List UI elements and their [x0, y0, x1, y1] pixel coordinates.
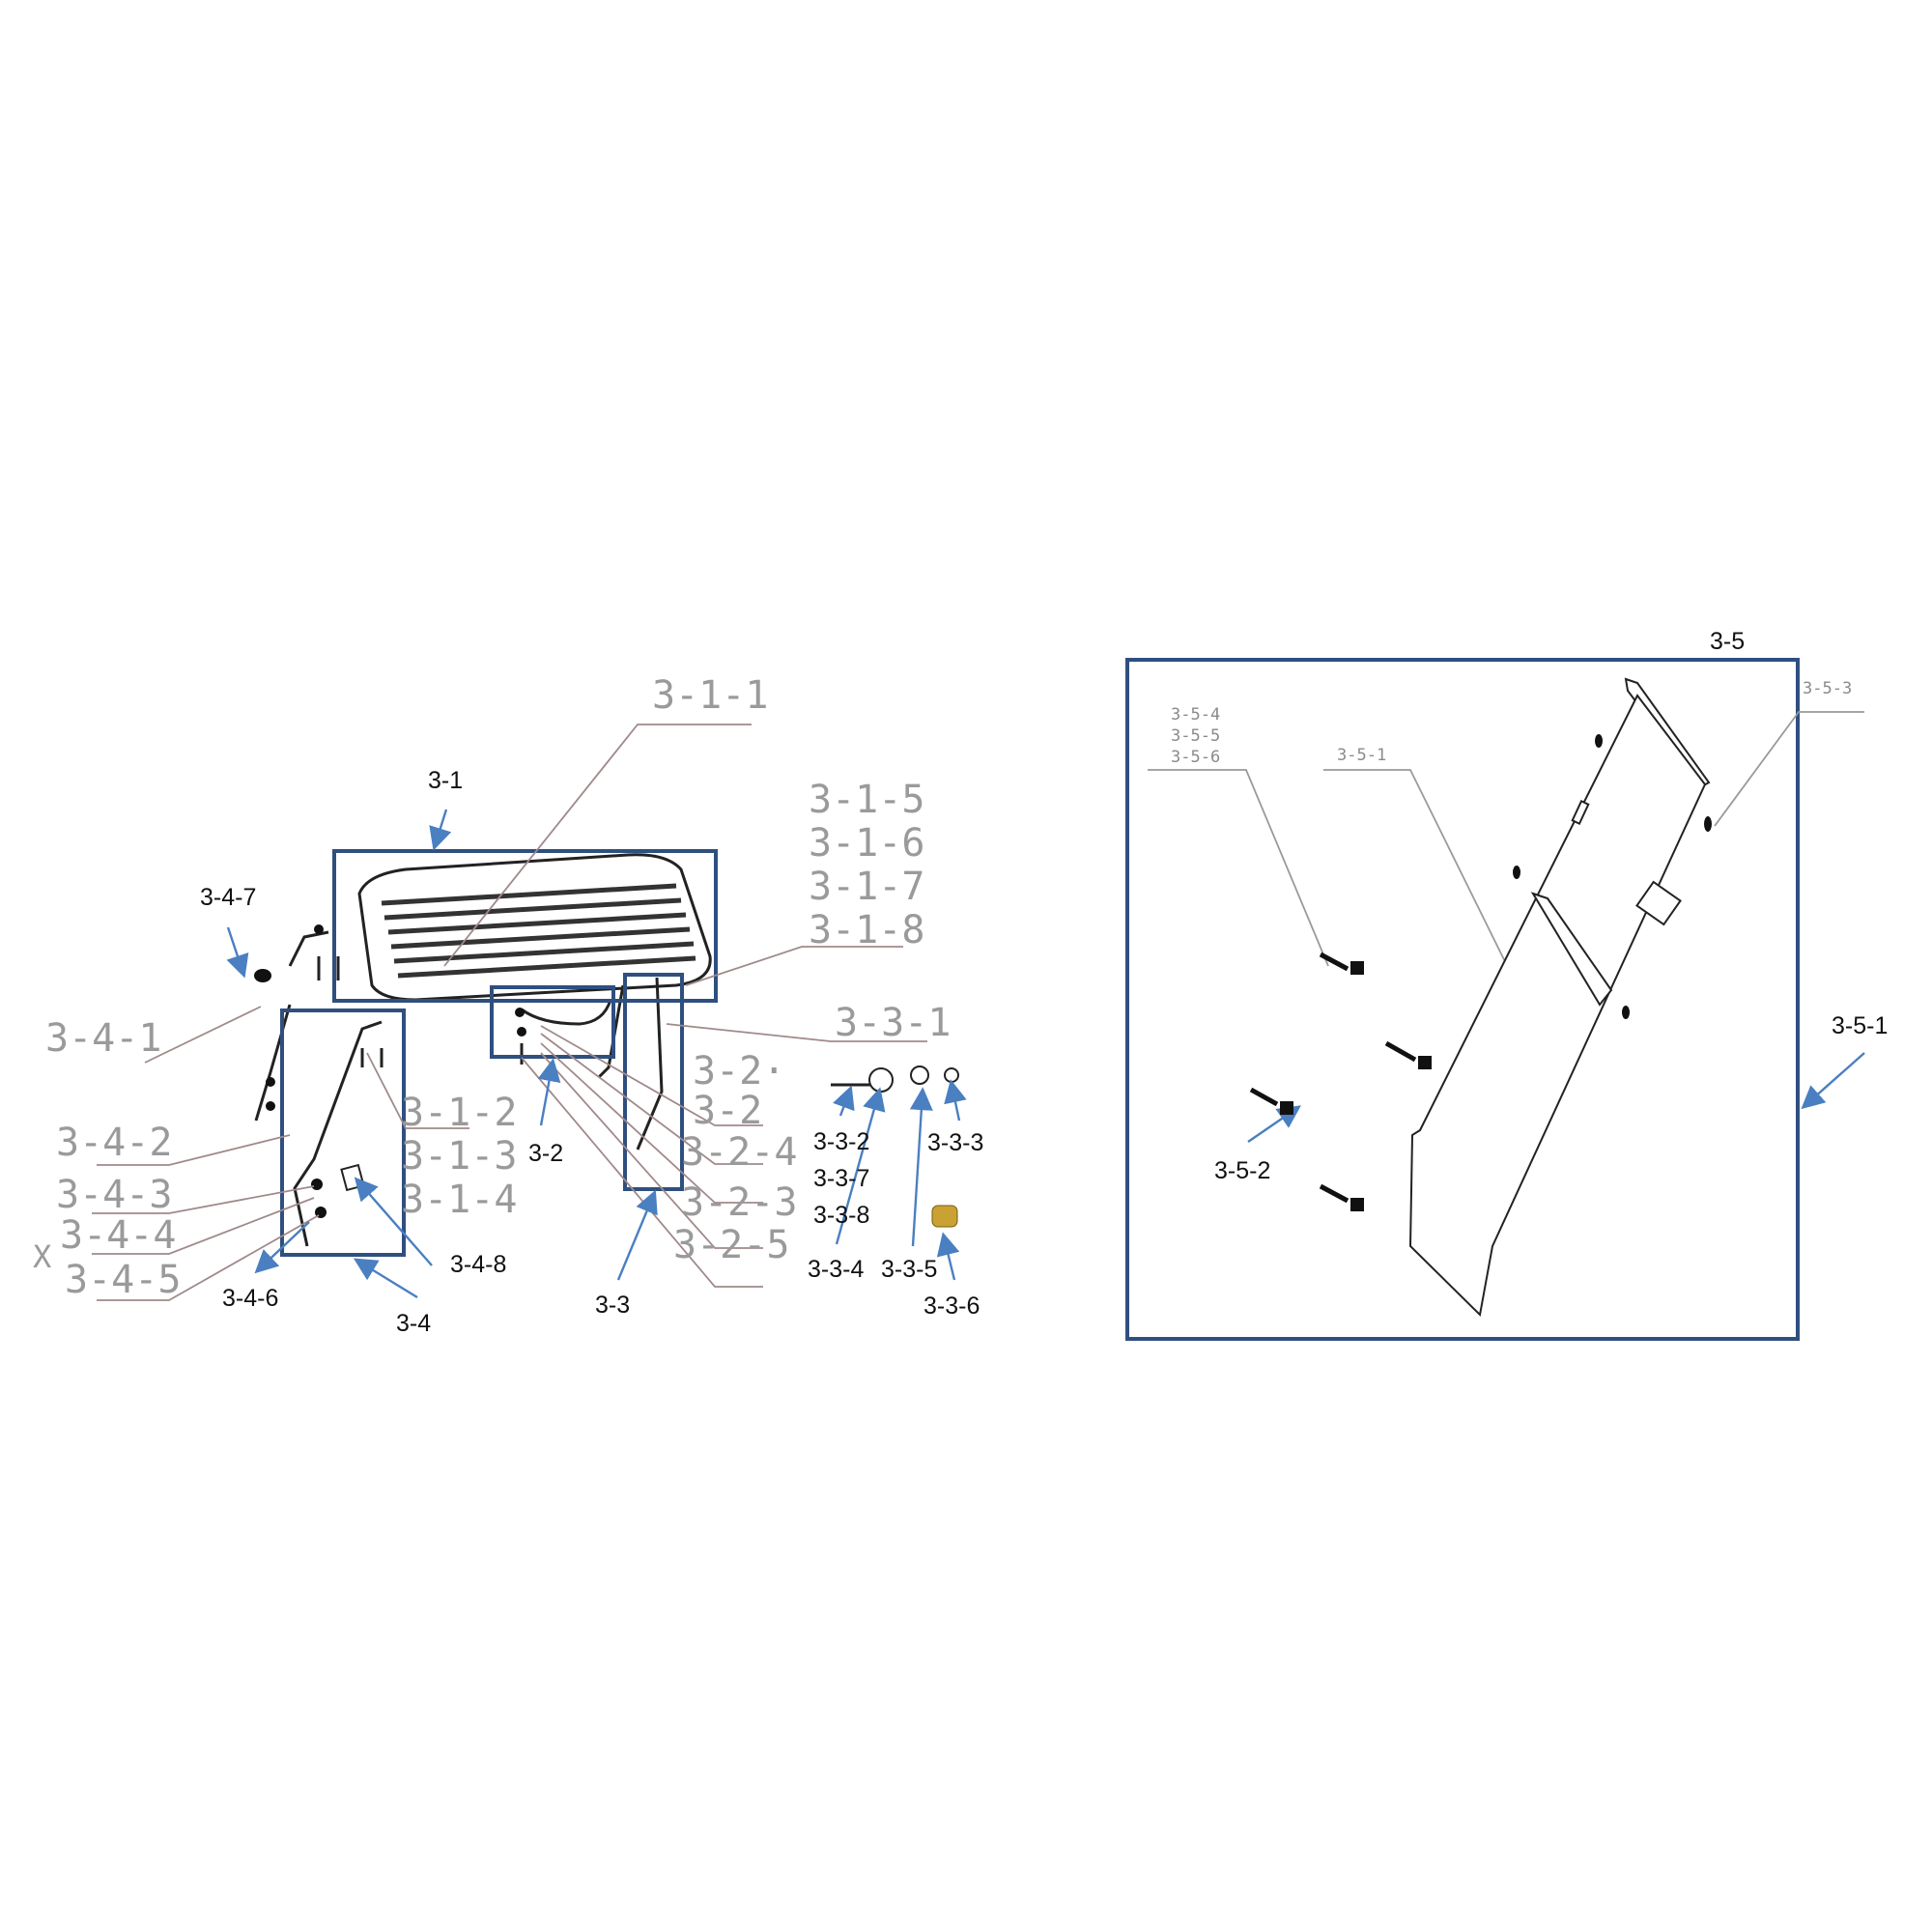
- label-3-3-4: 3-3-4: [808, 1256, 864, 1283]
- label-3-1-3: 3-1-3: [401, 1134, 517, 1179]
- x-mark: X: [33, 1238, 51, 1275]
- leader-lines: [92, 711, 1864, 1301]
- label-3-1-2: 3-1-2: [401, 1091, 517, 1135]
- label-3-4-7: 3-4-7: [200, 884, 256, 911]
- group-box-3-5: [1125, 658, 1800, 1341]
- label-3-2-b: 3-2: [693, 1089, 762, 1133]
- label-3-1-6: 3-1-6: [809, 821, 924, 866]
- label-3-1-4: 3-1-4: [401, 1178, 517, 1222]
- label-3-5-6: 3-5-6: [1171, 748, 1220, 767]
- label-3-2-4: 3-2-4: [681, 1130, 797, 1175]
- label-3-4: 3-4: [396, 1310, 431, 1337]
- label-3-3: 3-3: [595, 1292, 630, 1319]
- label-3-3-1: 3-3-1: [835, 1001, 951, 1045]
- label-3-5-1-grey: 3-5-1: [1337, 746, 1386, 765]
- label-3-5: 3-5: [1710, 628, 1745, 655]
- label-3-4-5: 3-4-5: [65, 1258, 181, 1302]
- group-box-3-1: [332, 849, 718, 1003]
- footrest-panel-drawing: [1249, 677, 1712, 1318]
- callout-arrows: [226, 809, 1865, 1299]
- label-3-4-2: 3-4-2: [56, 1121, 172, 1165]
- label-3-3-7: 3-3-7: [813, 1165, 869, 1192]
- label-3-2-5: 3-2-5: [673, 1223, 789, 1267]
- label-3-3-5: 3-3-5: [881, 1256, 937, 1283]
- label-3-1-5: 3-1-5: [809, 778, 924, 822]
- label-3-1: 3-1: [428, 767, 463, 794]
- brass-nut-icon: [931, 1205, 958, 1228]
- label-3-4-6: 3-4-6: [222, 1285, 278, 1312]
- luggage-rack-drawing: [254, 853, 712, 1122]
- label-3-3-8: 3-3-8: [813, 1202, 869, 1229]
- label-3-3-3: 3-3-3: [927, 1129, 983, 1156]
- group-box-3-2: [490, 985, 615, 1059]
- label-3-2: 3-2: [528, 1140, 563, 1167]
- label-3-3-6: 3-3-6: [923, 1293, 980, 1320]
- label-3-1-8: 3-1-8: [809, 908, 924, 952]
- bracket-leg-drawing: [515, 977, 959, 1228]
- label-3-4-3: 3-4-3: [56, 1173, 172, 1217]
- label-3-2-3: 3-2-3: [681, 1180, 797, 1225]
- label-3-5-4: 3-5-4: [1171, 705, 1220, 724]
- label-3-2-a: 3-2·: [693, 1049, 785, 1094]
- label-3-4-4: 3-4-4: [60, 1213, 176, 1258]
- group-box-3-3: [623, 973, 684, 1191]
- label-3-3-2: 3-3-2: [813, 1128, 869, 1155]
- label-3-5-1: 3-5-1: [1832, 1012, 1888, 1039]
- label-3-1-7: 3-1-7: [809, 865, 924, 909]
- label-3-4-1: 3-4-1: [45, 1016, 161, 1061]
- label-3-4-8: 3-4-8: [450, 1251, 506, 1278]
- label-3-5-3: 3-5-3: [1803, 679, 1852, 698]
- label-3-1-1: 3-1-1: [652, 673, 768, 718]
- label-3-5-2: 3-5-2: [1214, 1157, 1270, 1184]
- label-3-5-5: 3-5-5: [1171, 726, 1220, 746]
- group-box-3-4: [280, 1009, 406, 1257]
